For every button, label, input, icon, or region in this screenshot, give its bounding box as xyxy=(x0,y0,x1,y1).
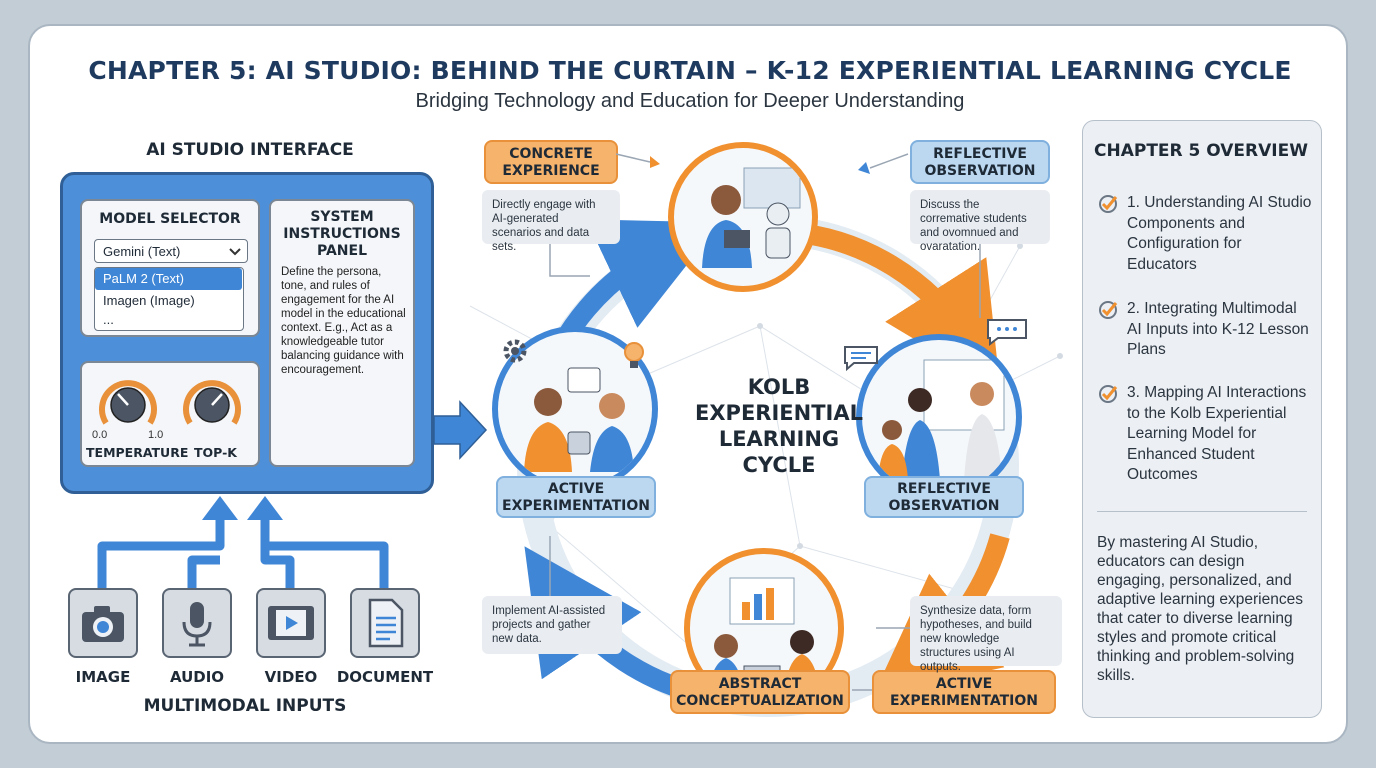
temperature-min-label: 0.0 xyxy=(92,429,108,441)
image-input[interactable] xyxy=(68,588,138,658)
ai-studio-window: MODEL SELECTOR Gemini (Text) PaLM 2 (Tex… xyxy=(60,172,434,494)
reflective-observation-stage xyxy=(856,334,1022,500)
camera-icon xyxy=(82,606,124,642)
model-dropdown[interactable]: Gemini (Text) xyxy=(94,239,248,263)
model-selector-label: MODEL SELECTOR xyxy=(99,211,241,227)
parameters-panel: 0.0 1.0 TEMPERATURE TOP-K xyxy=(80,361,260,467)
audio-input-label: AUDIO xyxy=(169,668,225,686)
model-selector-panel: MODEL SELECTOR Gemini (Text) PaLM 2 (Tex… xyxy=(80,199,260,337)
speech-bubble-icon xyxy=(844,346,878,372)
page-subtitle: Bridging Technology and Education for De… xyxy=(415,90,965,112)
overview-summary: By mastering AI Studio, educators can de… xyxy=(1097,534,1303,684)
active-experimentation-bottom-label: ACTIVE EXPERIMENTATION xyxy=(872,670,1056,714)
check-icon xyxy=(1099,385,1118,403)
video-input-label: VIDEO xyxy=(264,668,318,686)
note-connectors xyxy=(549,153,981,691)
document-input-label: DOCUMENT xyxy=(336,668,434,686)
microphone-icon xyxy=(182,602,212,647)
concrete-experience-stage xyxy=(668,142,818,292)
abstract-conceptualization-label: ABSTRACT CONCEPTUALIZATION xyxy=(670,670,850,714)
document-icon xyxy=(368,598,404,648)
overview-divider xyxy=(1097,511,1307,512)
model-dropdown-value: Gemini (Text) xyxy=(103,244,181,259)
active-experimentation-stage xyxy=(492,326,658,492)
whiteboard-discussion-illustration xyxy=(878,359,1005,480)
active-experimentation-note: Implement AI-assisted projects and gathe… xyxy=(482,596,622,654)
lightbulb-icon xyxy=(624,342,644,368)
reflective-observation-top-label: REFLECTIVE OBSERVATION xyxy=(910,140,1050,184)
model-option[interactable]: Imagen (Image) xyxy=(103,293,195,308)
concrete-experience-note: Directly engage with AI-generated scenar… xyxy=(482,190,620,253)
cycle-center-label: KOLB EXPERIENTIAL LEARNING CYCLE xyxy=(695,375,863,477)
audio-input[interactable] xyxy=(162,588,232,658)
video-input[interactable] xyxy=(256,588,326,658)
temperature-label: TEMPERATURE xyxy=(86,445,189,460)
temperature-knob[interactable] xyxy=(96,373,160,437)
system-panel-title: SYSTEM INSTRUCTIONS PANEL xyxy=(283,209,401,259)
model-options-list: PaLM 2 (Text) Imagen (Image) ... xyxy=(94,267,244,331)
check-icon xyxy=(1099,301,1118,319)
connector-arrows xyxy=(97,400,488,588)
chapter-overview-panel: CHAPTER 5 OVERVIEW 1. Understanding AI S… xyxy=(1082,120,1322,718)
abstract-conceptualization-note: Synthesize data, form hypotheses, and bu… xyxy=(910,596,1062,673)
inputs-heading: MULTIMODAL INPUTS xyxy=(143,696,347,716)
reflective-observation-note: Discuss the corremative students and ovo… xyxy=(910,190,1050,253)
check-icon xyxy=(1099,195,1118,213)
video-icon xyxy=(268,606,314,640)
top-k-knob[interactable] xyxy=(180,373,244,437)
page-title: CHAPTER 5: AI STUDIO: BEHIND THE CURTAIN… xyxy=(88,56,1292,85)
student-robot-illustration xyxy=(702,167,801,268)
overview-item: 3. Mapping AI Interactions to the Kolb E… xyxy=(1127,384,1307,483)
robotics-group-illustration xyxy=(524,367,634,472)
gear-icon xyxy=(503,339,527,363)
temperature-max-label: 1.0 xyxy=(148,429,164,441)
model-option[interactable]: PaLM 2 (Text) xyxy=(103,271,184,286)
active-experimentation-left-label: ACTIVE EXPERIMENTATION xyxy=(496,476,656,518)
model-option[interactable]: ... xyxy=(103,312,114,327)
system-panel-body: Define the persona, tone, and rules of e… xyxy=(281,266,406,376)
studio-heading: AI STUDIO INTERFACE xyxy=(146,140,354,160)
concrete-experience-label: CONCRETE EXPERIENCE xyxy=(484,140,618,184)
chevron-down-icon xyxy=(229,248,241,256)
reflective-observation-right-label: REFLECTIVE OBSERVATION xyxy=(864,476,1024,518)
system-instructions-panel: SYSTEM INSTRUCTIONS PANEL Define the per… xyxy=(269,199,415,467)
overview-heading: CHAPTER 5 OVERVIEW xyxy=(1094,141,1308,161)
top-k-label: TOP-K xyxy=(194,445,237,460)
document-input[interactable] xyxy=(350,588,420,658)
infographic-card: CHAPTER 5: AI STUDIO: BEHIND THE CURTAIN… xyxy=(28,24,1348,744)
overview-item: 1. Understanding AI Studio Components an… xyxy=(1127,194,1312,273)
chat-bubble-icon xyxy=(987,319,1027,346)
image-input-label: IMAGE xyxy=(75,668,131,686)
overview-item: 2. Integrating Multimodal AI Inputs into… xyxy=(1127,300,1309,358)
